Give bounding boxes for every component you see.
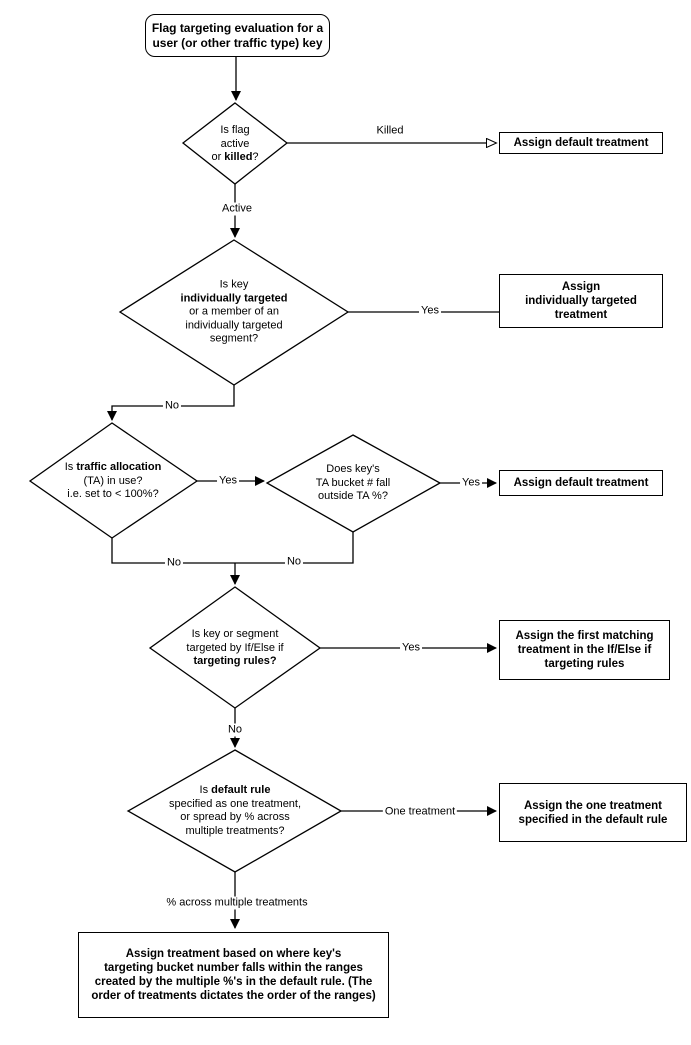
- decision-flag-status-shape: [181, 102, 289, 185]
- decision-ta-bucket-label: Does key's TA bucket # fall outside TA %…: [315, 462, 391, 502]
- edge-label-pct-multiple: % across multiple treatments: [164, 896, 310, 910]
- outcome-one-treatment: Assign the one treatment specified in th…: [499, 783, 687, 842]
- outcome-default-treatment-2: Assign default treatment: [499, 470, 663, 496]
- outcome-bucket-ranges: Assign treatment based on where key's ta…: [78, 932, 389, 1018]
- start-node: Flag targeting evaluation for a user (or…: [145, 14, 330, 57]
- edge-no-bucket: [235, 532, 354, 564]
- decision-ta-bucket-shape: [265, 434, 442, 533]
- start-node-line1: Flag targeting evaluation for a: [151, 20, 324, 35]
- decision-targeting-rules-shape: [148, 586, 322, 709]
- decision-traffic-allocation-shape: [28, 422, 199, 539]
- edge-label-yes-rules: Yes: [400, 641, 422, 655]
- decision-flag-status-label: Is flag active or killed?: [211, 123, 259, 163]
- edge-label-active: Active: [220, 202, 254, 216]
- edge-label-no-individual: No: [162, 399, 182, 413]
- decision-individual-targeting-label: Is key individually targeted or a member…: [180, 278, 288, 345]
- decision-individual-targeting-shape: [118, 239, 350, 386]
- decision-default-rule-shape: [126, 749, 343, 873]
- edge-label-yes-individual: Yes: [419, 304, 441, 318]
- edge-label-one-treatment: One treatment: [382, 805, 458, 819]
- edge-label-killed: Killed: [374, 124, 406, 138]
- decision-default-rule-label: Is default rule specified as one treatme…: [168, 784, 302, 837]
- decision-traffic-allocation-label: Is traffic allocation (TA) in use? i.e. …: [64, 460, 162, 500]
- outcome-first-matching: Assign the first matching treatment in t…: [499, 620, 670, 680]
- edge-label-yes-bucket: Yes: [460, 476, 482, 490]
- outcome-default-treatment-1: Assign default treatment: [499, 132, 663, 154]
- edge-label-yes-ta: Yes: [217, 474, 239, 488]
- decision-targeting-rules-label: Is key or segment targeted by If/Else if…: [186, 627, 284, 667]
- edge-label-no-bucket: No: [284, 555, 304, 569]
- edge-label-no-ta: No: [164, 556, 184, 570]
- edge-label-no-rules: No: [225, 723, 245, 737]
- start-node-line2: user (or other traffic type) key: [152, 35, 323, 50]
- outcome-individually-targeted: Assign individually targeted treatment: [499, 274, 663, 328]
- edge-no-ta: [111, 538, 235, 564]
